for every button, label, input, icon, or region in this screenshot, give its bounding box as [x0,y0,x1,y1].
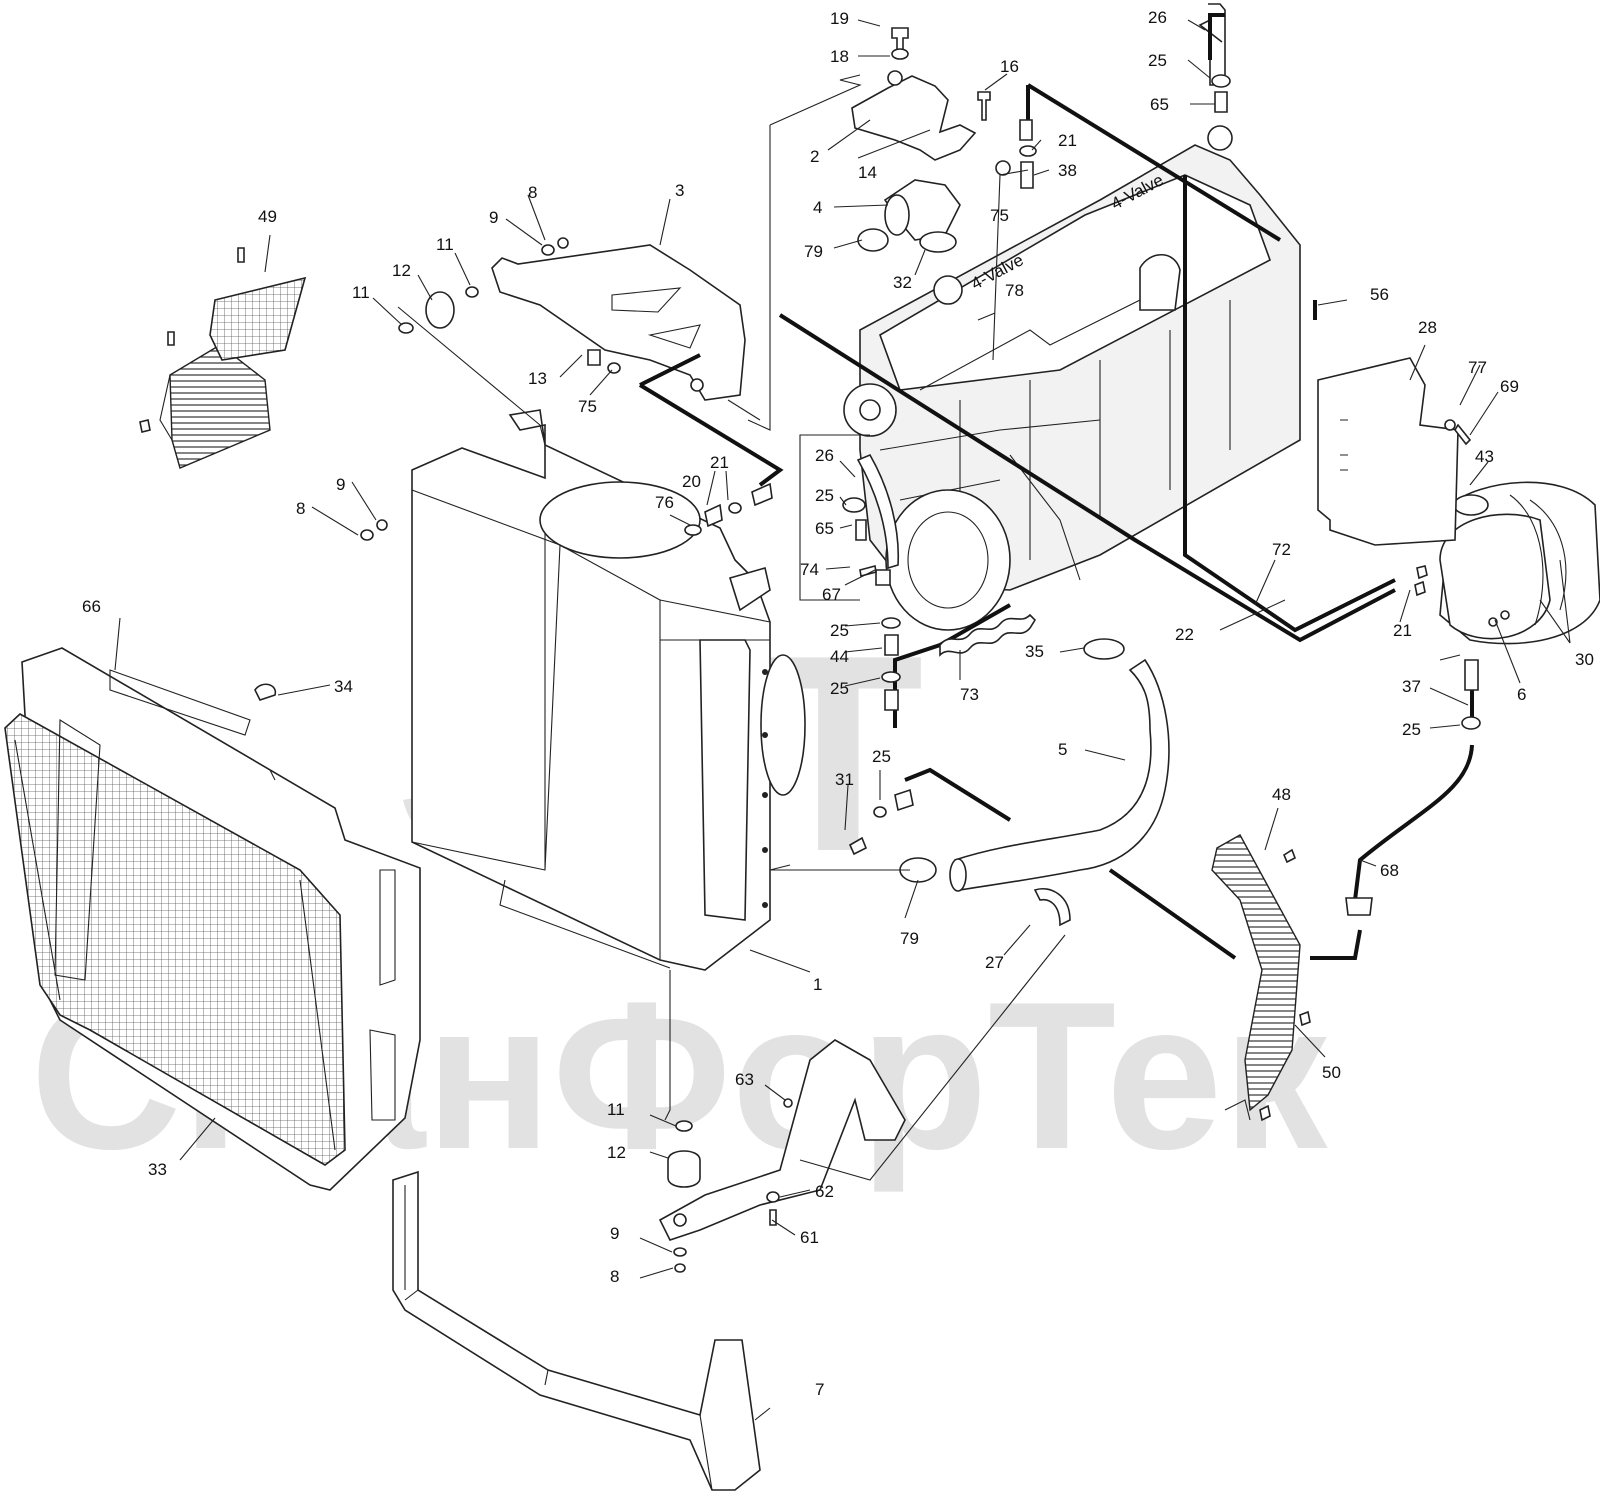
callout-73: 73 [960,685,979,704]
callout-26: 26 [1148,8,1167,27]
callout-33: 33 [148,1160,167,1179]
callout-61: 61 [800,1228,819,1247]
callout-69: 69 [1500,377,1519,396]
pipe-stub-assembly [857,179,961,253]
callout-8: 8 [296,499,305,518]
callout-68: 68 [1380,861,1399,880]
callout-11: 11 [352,283,370,302]
callout-1: 1 [813,975,822,994]
callout-28: 28 [1418,318,1437,337]
callout-32: 32 [893,273,912,292]
top-rubber-mount [398,286,479,334]
callout-19: 19 [830,9,849,28]
callout-9: 9 [489,208,498,227]
callout-34: 34 [334,677,353,696]
radiator-top-bracket [491,244,746,401]
callout-22: 22 [1175,625,1194,644]
callout-75: 75 [990,206,1009,225]
callout-25: 25 [872,747,891,766]
callout-12: 12 [607,1143,626,1162]
callout-25: 25 [1148,51,1167,70]
callout-3: 3 [675,181,684,200]
callout-18: 18 [830,47,849,66]
callout-78: 78 [1005,281,1024,300]
callout-21: 21 [1393,621,1412,640]
callout-labels: 19 18 2 14 16 21 38 4 75 79 32 78 26 25 … [82,8,1594,1399]
callout-49: 49 [258,207,277,226]
radiator-support-frame [392,1170,761,1491]
fasteners [139,27,1481,1226]
callout-25: 25 [830,679,849,698]
callout-75: 75 [578,397,597,416]
right-louvre-grille [1211,834,1301,1121]
callout-35: 35 [1025,642,1044,661]
callout-13: 13 [528,369,547,388]
radiator-bolts [762,669,768,908]
callout-44: 44 [830,647,849,666]
callout-67: 67 [822,585,841,604]
callout-16: 16 [1000,57,1019,76]
coiled-pipe [939,613,1037,657]
callout-72: 72 [1272,540,1291,559]
callout-5: 5 [1058,740,1067,759]
callout-8: 8 [610,1267,619,1286]
callout-48: 48 [1272,785,1291,804]
engine-lift-bracket [851,70,977,161]
callout-37: 37 [1402,677,1421,696]
callout-14: 14 [858,163,877,182]
callout-79: 79 [900,929,919,948]
callout-63: 63 [735,1070,754,1089]
leader-lines [114,19,1571,1421]
callout-50: 50 [1322,1063,1341,1082]
callout-21: 21 [710,453,729,472]
expansion-tank [1439,481,1600,645]
callout-66: 66 [82,597,101,616]
callout-30: 30 [1575,650,1594,669]
callout-79: 79 [804,242,823,261]
lower-mount-bracket [658,1039,906,1273]
callout-25: 25 [1402,720,1421,739]
callout-25: 25 [815,486,834,505]
callout-77: 77 [1468,358,1487,377]
callout-9: 9 [336,475,345,494]
callout-65: 65 [815,519,834,538]
callout-27: 27 [985,953,1004,972]
callout-11: 11 [607,1100,625,1119]
callout-62: 62 [815,1182,834,1201]
callout-20: 20 [682,472,701,491]
callout-12: 12 [392,261,411,280]
radiator-core [411,409,806,971]
callout-31: 31 [835,770,854,789]
left-louvre-grille [159,276,307,469]
callout-25: 25 [830,621,849,640]
callout-7: 7 [815,1380,824,1399]
callout-26: 26 [815,446,834,465]
small-hose-left [842,453,901,711]
callout-76: 76 [655,493,674,512]
engine-block: 4-Valve 4-Valve [843,125,1301,631]
callout-2: 2 [810,147,819,166]
callout-21: 21 [1058,131,1077,150]
heat-shield [1317,357,1459,546]
callout-43: 43 [1475,447,1494,466]
callout-8: 8 [528,183,537,202]
coolant-hose [899,638,1170,892]
callout-38: 38 [1058,161,1077,180]
callout-56: 56 [1370,285,1389,304]
callout-11: 11 [436,235,454,254]
callout-6: 6 [1517,685,1526,704]
callout-9: 9 [610,1224,619,1243]
callout-74: 74 [800,560,819,579]
callout-4: 4 [813,198,822,217]
mesh-guard-assembly [4,647,421,1191]
callout-65: 65 [1150,95,1169,114]
